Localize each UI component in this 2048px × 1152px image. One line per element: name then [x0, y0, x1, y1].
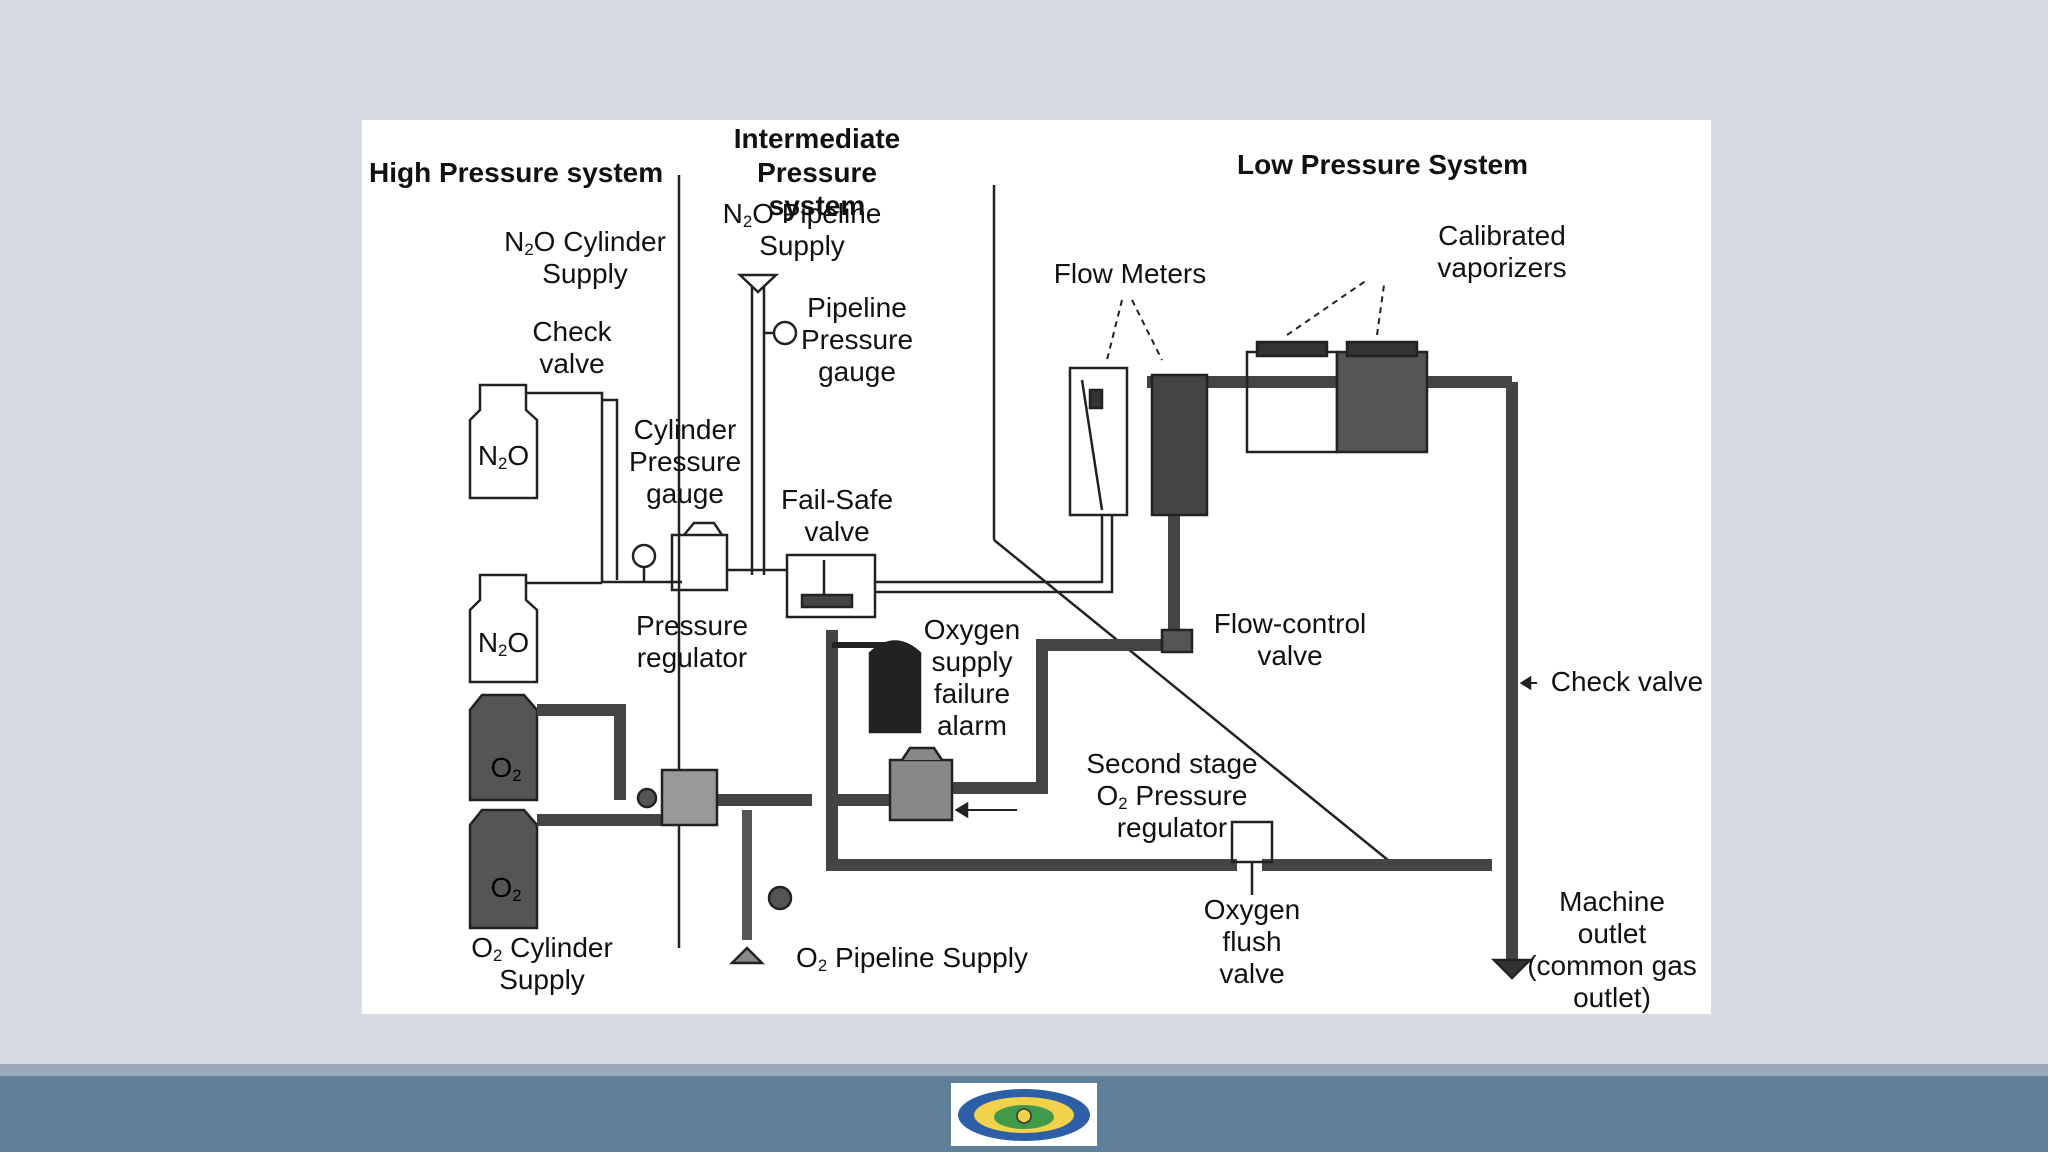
machine-outlet-arrow-icon [1490, 958, 1534, 980]
n2o-cylinder-bottom-label: N2O [477, 627, 530, 661]
n2o-flow-meter [1068, 366, 1129, 517]
intermediate-header-line2: Pressure system [757, 157, 877, 221]
n2o-pressure-regulator [670, 533, 729, 592]
footer-rule [0, 1064, 2048, 1076]
second-stage-o2-regulator [888, 758, 954, 822]
cylinder-pressure-gauge [631, 543, 657, 569]
anesthesia-machine-diagram [468, 175, 1537, 980]
o2-pressure-regulator [660, 768, 719, 827]
o2-cylinder-bottom [468, 808, 539, 930]
n2o-pipeline-arrow-icon [736, 273, 780, 294]
o2-cylinder-bottom-label: O2 [490, 872, 522, 906]
high-pressure-header: High Pressure system [369, 157, 664, 188]
o2-cylinder-top [468, 693, 539, 802]
vaporizer-1 [1245, 350, 1339, 454]
intermediate-low-diagonal [993, 539, 1395, 866]
university-logo-icon [958, 1088, 1090, 1141]
diagram-panel: High Pressure system Intermediate Pressu… [362, 120, 1711, 1014]
check-valve-right-label: Check valve [1550, 666, 1704, 697]
low-pressure-header: Low Pressure System [1237, 149, 1529, 180]
o2-flow-meter [1150, 373, 1209, 517]
fail-safe-valve [785, 553, 877, 619]
university-logo [951, 1083, 1097, 1146]
intermediate-header-line1: Intermediate [733, 123, 901, 154]
flow-control-valve [1160, 628, 1194, 654]
vaporizer-2 [1335, 350, 1429, 454]
o2-pipeline-arrow-icon [728, 946, 766, 965]
o2-pipeline-supply-label: O2 Pipeline Supply [796, 942, 1028, 976]
n2o-cylinder-top-label: N2O [477, 440, 530, 474]
flow-meters-label: Flow Meters [1053, 258, 1207, 289]
o2-cylinder-top-label: O2 [490, 752, 522, 786]
